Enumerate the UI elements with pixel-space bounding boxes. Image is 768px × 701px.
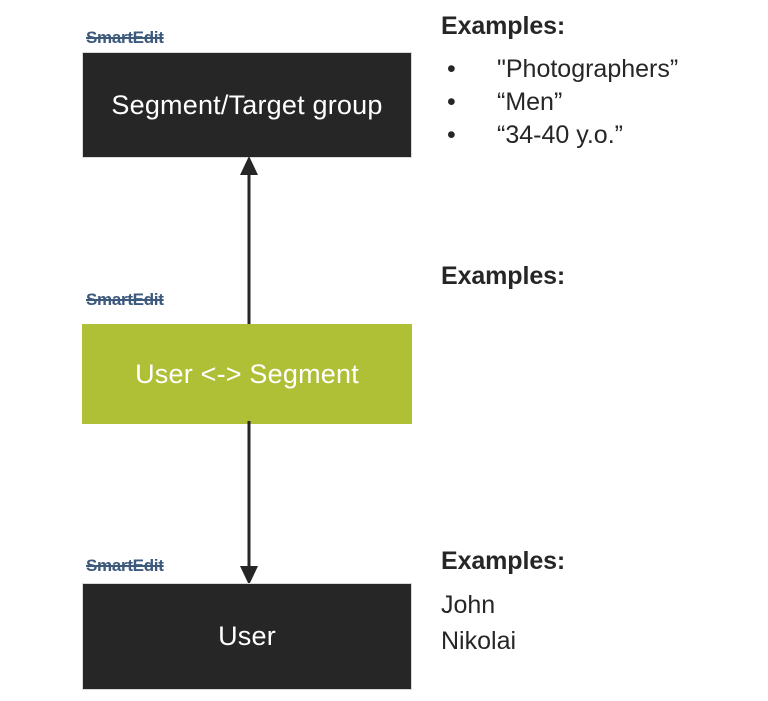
examples-block-segment: Examples: • "Photographers” • “Men” • “3…: [441, 12, 768, 152]
examples-title-bridge: Examples:: [441, 262, 566, 290]
bullet-icon: •: [447, 121, 456, 149]
smartedit-watermark-user: SmartEdit: [86, 556, 164, 575]
examples-list-segment: • "Photographers” • “Men” • “34-40 y.o.”: [441, 53, 768, 152]
node-user[interactable]: User: [82, 583, 412, 690]
node-segment-target-group[interactable]: Segment/Target group: [82, 52, 412, 158]
examples-title-segment: Examples:: [441, 12, 566, 40]
connector-bridge-to-user-arrow: [240, 421, 258, 585]
examples-block-user: Examples: John Nikolai: [441, 547, 768, 659]
examples-block-bridge: Examples:: [441, 262, 768, 303]
list-item-label: “34-40 y.o.”: [497, 121, 623, 149]
smartedit-watermark-segment: SmartEdit: [86, 28, 164, 47]
smartedit-watermark-bridge: SmartEdit: [86, 290, 164, 309]
bullet-icon: •: [447, 55, 456, 83]
list-item: • "Photographers”: [441, 53, 768, 86]
node-user-label: User: [218, 621, 276, 651]
list-item: Nikolai: [441, 626, 517, 655]
list-item: • “34-40 y.o.”: [441, 119, 768, 152]
node-user-segment-bridge[interactable]: User <-> Segment: [82, 324, 412, 424]
examples-title-user: Examples:: [441, 547, 566, 575]
examples-list-user: John Nikolai: [441, 588, 768, 659]
list-item: John: [441, 591, 496, 619]
node-user-segment-bridge-label: User <-> Segment: [135, 358, 359, 389]
connector-bridge-to-segment-arrow: [240, 156, 258, 327]
bullet-icon: •: [447, 88, 456, 116]
list-item-label: "Photographers”: [497, 55, 679, 83]
list-item-label: “Men”: [497, 88, 563, 116]
list-item: • “Men”: [441, 86, 768, 119]
node-segment-target-group-label: Segment/Target group: [111, 89, 383, 120]
